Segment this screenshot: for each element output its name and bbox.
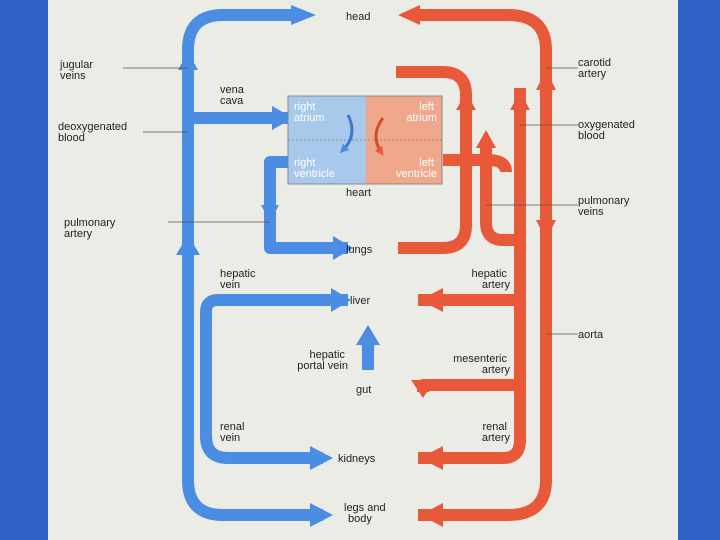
circulation-diagram: head jugular veins vena cava deoxygenate… (58, 5, 638, 527)
arrow-left-vein (176, 235, 200, 255)
slide-frame: head jugular veins vena cava deoxygenate… (48, 0, 678, 540)
label-heart: heart (346, 187, 371, 199)
arrow-carotid (536, 70, 556, 90)
oxygenated-vessels (396, 9, 552, 521)
mesenteric-artery (417, 379, 520, 392)
label-left-ventricle: left ventricle (396, 157, 437, 180)
label-aorta: aorta (578, 329, 604, 341)
label-head: head (346, 11, 370, 23)
label-hepatic-vein: hepatic vein (220, 268, 259, 291)
deoxygenated-arrowheads (176, 5, 380, 527)
arrow-jugular (178, 52, 198, 70)
arrow-inner-aorta (510, 92, 530, 110)
arrow-pulmonary-vein (476, 130, 496, 148)
main-vein-loop-inner (200, 294, 348, 464)
arrow-legs-in (310, 503, 333, 527)
heart-right-flow-icon (339, 114, 354, 154)
label-carotid-artery: carotid artery (578, 57, 614, 80)
label-oxygenated-blood: oxygenated blood (578, 119, 638, 142)
arrow-pulmonary (261, 205, 279, 222)
arrow-kidneys-in (310, 446, 333, 470)
label-kidneys: kidneys (338, 453, 376, 465)
label-gut: gut (356, 384, 371, 396)
label-jugular-veins: jugular veins (59, 59, 96, 82)
arrow-legs-artery (420, 503, 443, 527)
aorta-outer-loop (418, 9, 552, 521)
label-pulmonary-artery: pulmonary artery (64, 217, 118, 240)
label-lungs: lungs (346, 244, 373, 256)
arrow-portal (356, 325, 380, 345)
deoxygenated-vessels (182, 9, 374, 521)
label-renal-vein: renal vein (220, 421, 248, 444)
labels: head jugular veins vena cava deoxygenate… (58, 11, 638, 525)
arrow-carotid-inner (456, 92, 476, 110)
label-left-atrium: left atrium (406, 101, 437, 124)
label-right-ventricle: right ventricle (294, 157, 335, 180)
main-vein-loop (182, 9, 323, 521)
label-hepatic-portal-vein: hepatic portal vein (297, 349, 348, 372)
arrow-head-vein (291, 5, 316, 25)
arrow-mesenteric (411, 380, 435, 398)
label-pulmonary-veins: pulmonary veins (578, 195, 632, 218)
label-vena-cava: vena cava (220, 84, 247, 107)
label-legs-and-body: legs and body (344, 502, 389, 525)
pulmonary-vein (480, 140, 520, 246)
label-mesenteric-artery: mesenteric artery (453, 353, 510, 376)
label-liver: liver (350, 295, 371, 307)
label-renal-artery: renal artery (482, 421, 511, 444)
arrow-lungs (333, 236, 353, 260)
heart-outflow (443, 154, 512, 173)
arrow-renal-artery (420, 446, 443, 470)
heart (287, 95, 443, 185)
arrow-liver-in (331, 288, 351, 312)
heart-left-flow-icon (374, 117, 385, 156)
heart-outline (287, 95, 443, 185)
label-deoxygenated-blood: deoxygenated blood (58, 121, 130, 144)
arrow-aorta-down (536, 220, 556, 240)
aorta-inner (418, 88, 526, 464)
arrow-vena-cava (272, 106, 293, 130)
leader-lines (123, 67, 578, 335)
label-hepatic-artery: hepatic artery (471, 268, 510, 291)
oxygenated-arrowheads (398, 5, 556, 527)
arrow-head-artery (398, 5, 420, 25)
arrow-hepatic-artery (420, 288, 443, 312)
label-right-atrium: right atrium (294, 101, 325, 124)
